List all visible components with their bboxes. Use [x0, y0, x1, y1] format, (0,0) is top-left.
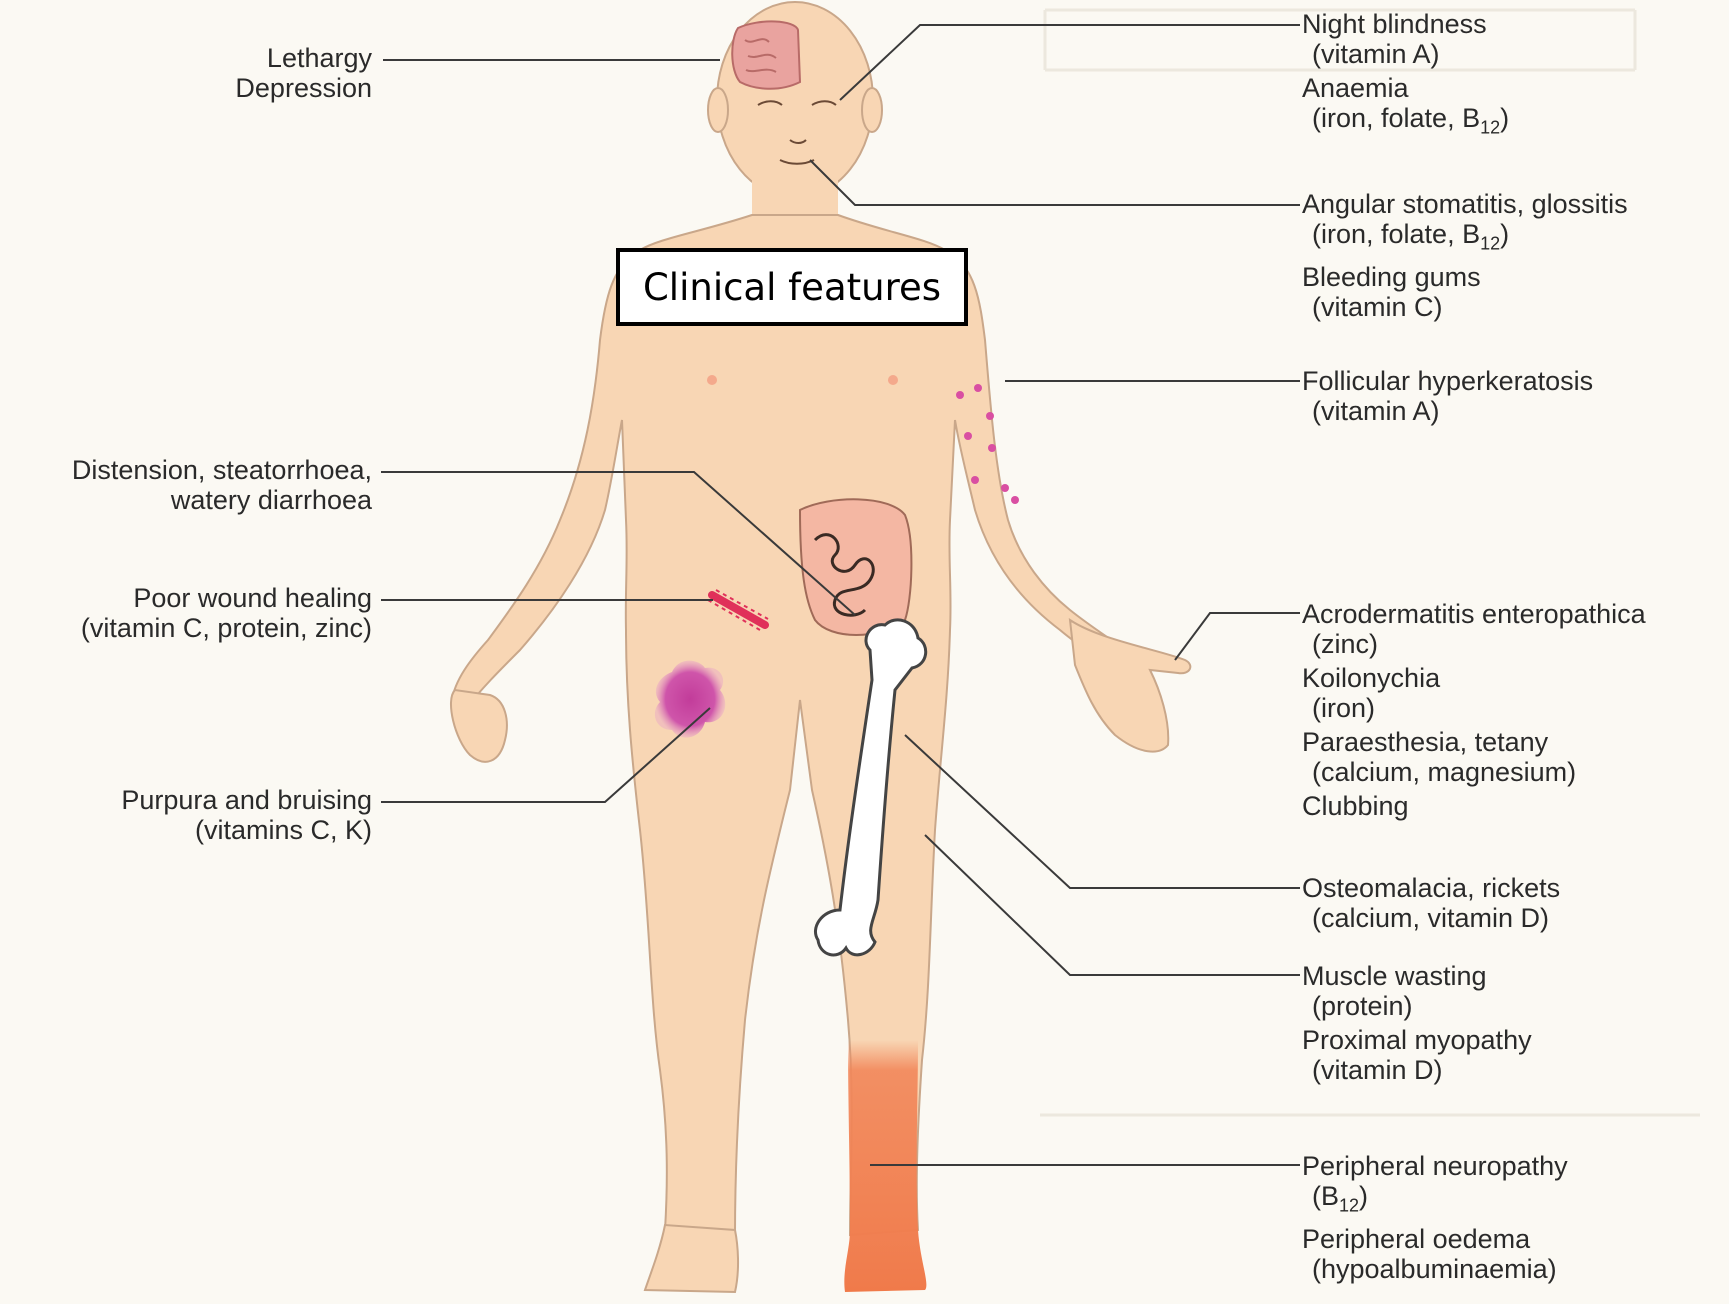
label-text: Purpura and bruising: [121, 785, 372, 815]
intestines-icon: [800, 499, 911, 635]
label-text: Paraesthesia, tetany: [1302, 727, 1646, 757]
label-lethargy: Lethargy Depression: [235, 43, 372, 103]
label-text: Osteomalacia, rickets: [1302, 873, 1560, 903]
brain-icon: [732, 21, 800, 88]
label-text: (vitamins C, K): [121, 815, 372, 845]
label-text: Koilonychia: [1302, 663, 1646, 693]
label-text: (vitamin A): [1302, 396, 1593, 426]
label-text: Lethargy: [235, 43, 372, 73]
label-text: (calcium, vitamin D): [1302, 903, 1560, 933]
label-eyes: Night blindness (vitamin A) Anaemia (iro…: [1302, 9, 1509, 142]
label-text: (B12): [1302, 1181, 1568, 1220]
label-text: Angular stomatitis, glossitis: [1302, 189, 1628, 219]
label-text: (iron): [1302, 693, 1646, 723]
background-ghost-lines: [1040, 10, 1700, 1115]
label-text: Acrodermatitis enteropathica: [1302, 599, 1646, 629]
label-text: Peripheral neuropathy: [1302, 1151, 1568, 1181]
label-wound-healing: Poor wound healing (vitamin C, protein, …: [81, 583, 372, 643]
label-text: watery diarrhoea: [72, 485, 372, 515]
label-text: (protein): [1302, 991, 1532, 1021]
label-text: Distension, steatorrhoea,: [72, 455, 372, 485]
human-body: [451, 2, 1190, 1292]
label-muscle: Muscle wasting (protein) Proximal myopat…: [1302, 961, 1532, 1085]
label-text: (calcium, magnesium): [1302, 757, 1646, 787]
label-text: Bleeding gums: [1302, 262, 1628, 292]
label-text: (vitamin A): [1302, 39, 1509, 69]
label-text: (vitamin C, protein, zinc): [81, 613, 372, 643]
label-leg: Peripheral neuropathy (B12) Peripheral o…: [1302, 1151, 1568, 1284]
label-text: Depression: [235, 73, 372, 103]
label-mouth: Angular stomatitis, glossitis (iron, fol…: [1302, 189, 1628, 322]
label-text: Poor wound healing: [81, 583, 372, 613]
label-distension: Distension, steatorrhoea, watery diarrho…: [72, 455, 372, 515]
label-hand: Acrodermatitis enteropathica (zinc) Koil…: [1302, 599, 1646, 821]
label-text: (iron, folate, B12): [1302, 103, 1509, 142]
label-text: (zinc): [1302, 629, 1646, 659]
label-text: Follicular hyperkeratosis: [1302, 366, 1593, 396]
label-text: Night blindness: [1302, 9, 1509, 39]
label-text: Muscle wasting: [1302, 961, 1532, 991]
label-text: Peripheral oedema: [1302, 1224, 1568, 1254]
label-text: (iron, folate, B12): [1302, 219, 1628, 258]
label-bone: Osteomalacia, rickets (calcium, vitamin …: [1302, 873, 1560, 933]
label-text: Proximal myopathy: [1302, 1025, 1532, 1055]
label-text: (hypoalbuminaemia): [1302, 1254, 1568, 1284]
label-text: (vitamin D): [1302, 1055, 1532, 1085]
label-text: Clubbing: [1302, 791, 1646, 821]
page-title: Clinical features: [643, 266, 941, 309]
label-text: Anaemia: [1302, 73, 1509, 103]
label-skin: Follicular hyperkeratosis (vitamin A): [1302, 366, 1593, 426]
label-purpura: Purpura and bruising (vitamins C, K): [121, 785, 372, 845]
label-text: (vitamin C): [1302, 292, 1628, 322]
title-box: Clinical features: [616, 248, 968, 326]
